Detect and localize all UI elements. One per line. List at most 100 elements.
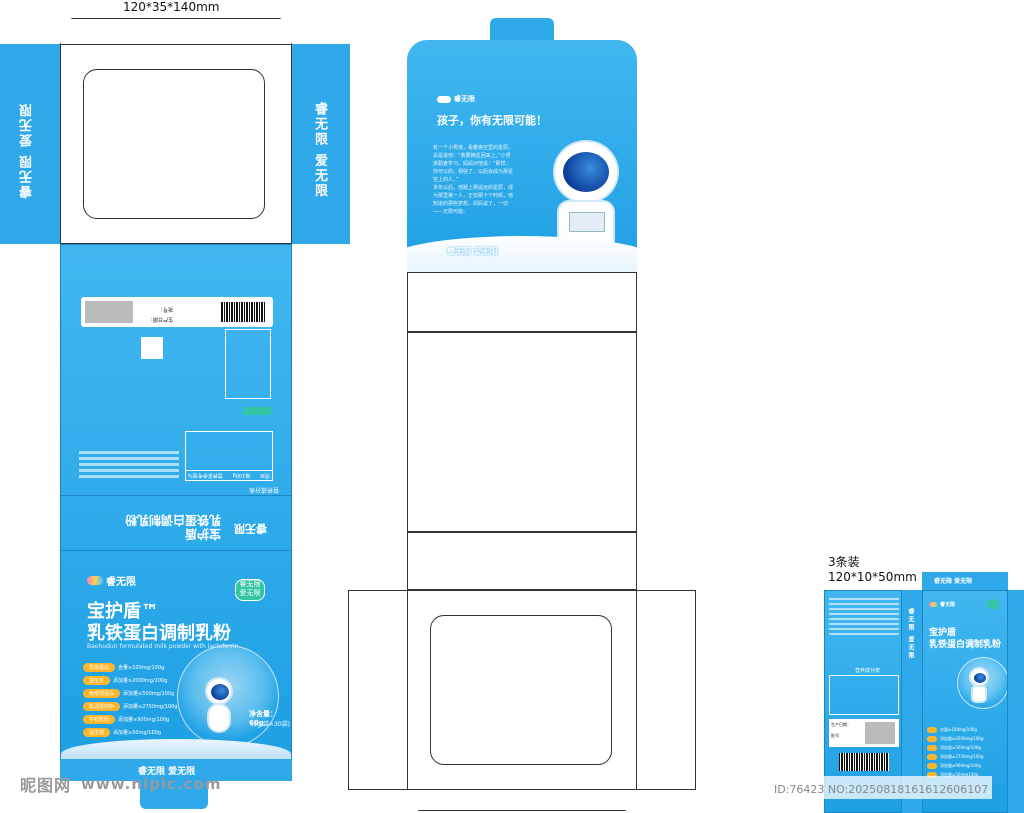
- benefit-text: 添加量≥2750mg/100g: [123, 704, 178, 710]
- benefit-tag: 牛初乳粉: [83, 715, 116, 724]
- story-slogan: 睿无限 爱无限: [447, 247, 498, 256]
- benefit-tag: 益生菌: [83, 728, 111, 737]
- small-benefit-row: 添加量≥500mg/100g: [927, 745, 984, 751]
- small-product-name: 宝护盾: [929, 628, 957, 638]
- small-benefit-list: 含量≥100mg/100g 添加量≥2000mg/100g 添加量≥500mg/…: [927, 727, 984, 781]
- small-astronaut-visor: [974, 673, 986, 683]
- benefit-text: 添加量≥500mg/100g: [123, 691, 175, 697]
- right-flap-slogan: 睿无限 爱无限: [312, 102, 327, 199]
- bottom-lid-panel: [407, 590, 637, 790]
- table-header-nrv: 营养素参考值%: [188, 472, 223, 478]
- front-panel: 睿无限 睿无限 爱无限 宝护盾™ 乳铁蛋白调制乳粉 Baohudun formu…: [61, 563, 291, 759]
- infinity-icon: [437, 95, 451, 103]
- astronaut-helmet: [553, 140, 619, 204]
- small-gray-area: [865, 722, 895, 744]
- left-side-flap: 睿无限 爱无限: [0, 44, 60, 244]
- small-brand-logo: 睿无限: [929, 601, 955, 608]
- barcode: [221, 302, 265, 322]
- right-side-flap: 睿无限 爱无限: [292, 44, 350, 244]
- planet-surface: [407, 236, 637, 272]
- product-english: Baohudun formulated milk powder with lac…: [87, 643, 239, 650]
- small-astronaut-body: [971, 685, 987, 703]
- story-panel: 睿无限 孩子，你有无限可能！ 有一个小男孩，看着夜空里的星辰，总是说他：“我要摘…: [407, 40, 637, 272]
- left-dust-flap: [348, 590, 408, 790]
- bottom-tuck-flap: [407, 789, 637, 811]
- story-headline: 孩子，你有无限可能！: [437, 114, 547, 127]
- small-benefit-row: 添加量≥900mg/100g: [927, 763, 984, 769]
- side-panel-bottom: [407, 532, 637, 590]
- small-top-strip: 睿无限 爱无限: [922, 572, 1008, 590]
- astronaut-illustration: [199, 677, 239, 743]
- planet-surface: [61, 739, 291, 759]
- benefit-tag: 乳清蛋白粉: [83, 702, 121, 711]
- small-benefit-text: 添加量≥2000mg/100g: [940, 736, 984, 741]
- date-box: 生产日期： 批号：: [81, 297, 273, 327]
- small-benefit-dot: [927, 763, 937, 769]
- benefit-row: 牛初乳粉添加量≥900mg/100g: [83, 715, 177, 724]
- fold-line: [61, 495, 291, 496]
- gray-stamp-area: [85, 301, 133, 323]
- small-ingredient-text: [829, 595, 899, 665]
- bottom-panel: 睿无限 爱无限: [60, 759, 292, 781]
- strip-brand: 睿无限: [234, 522, 267, 535]
- benefit-row: 免疫球蛋白添加量≥500mg/100g: [83, 689, 177, 698]
- story-paragraph-2: 多年以后，他踏上那遥远的星辰，成为那里第一人，正如那十个时候，他知道的那些梦想，…: [433, 185, 514, 215]
- benefit-text: 添加量≥2000mg/100g: [113, 678, 168, 684]
- nutrition-table: 项目 每100g 营养素参考值%: [185, 431, 273, 481]
- benefit-tag: 乳铁蛋白: [83, 663, 116, 672]
- batch-label: 批号：: [157, 306, 173, 312]
- small-benefit-text: 添加量≥2750mg/100g: [940, 754, 984, 759]
- small-benefit-row: 添加量≥2000mg/100g: [927, 736, 984, 742]
- pack-count-label: 3条装: [828, 555, 860, 569]
- qr-code: [141, 337, 163, 359]
- display-window: [430, 615, 612, 765]
- small-side-strip: 睿无限 爱无限: [902, 590, 922, 813]
- watermark-left: 昵图网 www.nipic.com: [20, 772, 221, 796]
- astronaut-visor: [563, 152, 609, 192]
- small-benefit-row: 添加量≥50mg/100g: [927, 772, 984, 778]
- small-astronaut-helmet: [969, 667, 989, 687]
- small-benefit-dot: [927, 727, 937, 733]
- small-benefit-text: 添加量≥900mg/100g: [940, 763, 981, 768]
- story-paragraph-1: 有一个小男孩，看着夜空里的星辰，总是说他：“我要摘星回来上。”小男孩勤奋学习，妈…: [433, 145, 514, 183]
- benefit-row: 乳铁蛋白含量≥100mg/100g: [83, 663, 177, 672]
- watermark-logo: 昵图网: [20, 776, 72, 795]
- top-tab: [490, 18, 554, 40]
- product-subtitle: 乳铁蛋白调制乳粉: [87, 623, 231, 644]
- small-date-box: 生产日期： 批号：: [829, 719, 899, 747]
- net-weight: 净含量：60g: [249, 710, 277, 727]
- small-nutrition-table: [829, 675, 899, 715]
- astronaut-body: [207, 703, 231, 733]
- table-header-item: 项目: [259, 472, 270, 478]
- story-brand: 睿无限: [454, 95, 475, 103]
- infinity-icon: [87, 576, 103, 585]
- pack-dimension-label: 120*10*50mm: [828, 570, 917, 584]
- product-name: 宝护盾™: [87, 601, 159, 622]
- watermark-url: www.nipic.com: [81, 775, 222, 793]
- small-benefit-dot: [927, 736, 937, 742]
- small-product-subtitle: 乳铁蛋白调制乳粉: [929, 640, 1002, 650]
- benefit-tag: 免疫球蛋白: [83, 689, 121, 698]
- heart-icon: [987, 599, 999, 609]
- benefit-tag: 益生元: [83, 676, 111, 685]
- astronaut-helmet: [205, 677, 233, 705]
- left-flap-slogan: 睿无限 爱无限: [20, 102, 35, 199]
- bottom-tab: [140, 781, 208, 809]
- brand-name: 睿无限: [106, 577, 136, 588]
- ingredient-text-block: [79, 421, 179, 481]
- small-benefit-dot: [927, 754, 937, 760]
- box-body: 营养成分表 项目 每100g 营养素参考值% 生产: [60, 244, 292, 759]
- small-front-panel: 睿无限 宝护盾 乳铁蛋白调制乳粉 含量≥100mg/100g 添加量≥2000m…: [922, 590, 1008, 813]
- top-tuck-flap: [60, 18, 292, 44]
- small-barcode: [839, 753, 889, 771]
- table-title: 营养成分表: [248, 486, 279, 493]
- small-benefit-row: 含量≥100mg/100g: [927, 727, 984, 733]
- storage-box: [225, 329, 271, 399]
- small-top-slogan: 睿无限 爱无限: [934, 578, 973, 585]
- strip-product-subtitle: 乳铁蛋白调制乳粉: [124, 513, 221, 527]
- watermark-id-box: ID:76423 NO:20250818161612606107: [770, 776, 993, 799]
- side-panel-top: [407, 272, 637, 332]
- small-back-panel: 营养成分表 生产日期： 批号：: [824, 590, 902, 813]
- small-benefit-text: 添加量≥500mg/100g: [940, 745, 981, 750]
- benefit-row: 乳清蛋白粉添加量≥2750mg/100g: [83, 702, 177, 711]
